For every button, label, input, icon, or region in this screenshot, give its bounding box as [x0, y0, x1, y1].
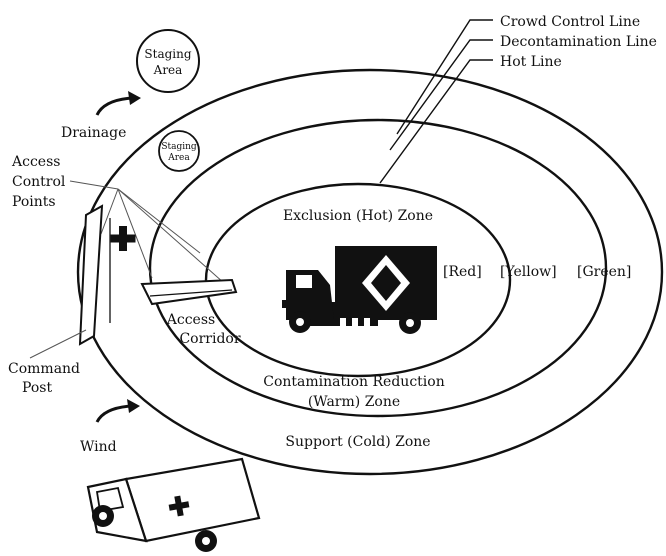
- command-post-label-line1: Command: [8, 361, 80, 377]
- red-zone-tag: [Red]: [443, 264, 482, 280]
- exclusion-zone-boundary: [204, 182, 512, 378]
- yellow-zone-tag: [Yellow]: [500, 264, 557, 280]
- access-corridor-shape: [140, 278, 238, 306]
- wind-label: Wind: [80, 439, 117, 455]
- decontamination-line-leader: [389, 39, 493, 151]
- access-control-points-label-line2: Control: [12, 174, 66, 190]
- support-zone-label: Support (Cold) Zone: [285, 434, 430, 450]
- ambulance-icon: [86, 457, 261, 552]
- access-control-points-label-line1: Access: [11, 154, 60, 170]
- contamination-reduction-zone-boundary: [148, 118, 608, 418]
- contamination-reduction-label-line2: (Warm) Zone: [308, 394, 400, 410]
- staging-area-small-label-line1: Staging: [161, 142, 197, 152]
- wind-arrow-icon: [95, 399, 140, 423]
- access-corridor-label-line1: Access: [166, 312, 215, 328]
- command-post-panel: [78, 204, 104, 346]
- staging-area-small-label-line2: Area: [167, 153, 190, 163]
- staging-area-large-circle: [136, 29, 200, 93]
- hot-line-label: Hot Line: [500, 54, 562, 70]
- exclusion-zone-label: Exclusion (Hot) Zone: [283, 208, 433, 224]
- command-post-leader: [29, 329, 87, 359]
- access-corridor-label-line2: Corridor: [179, 331, 240, 347]
- access-control-points-label-line3: Points: [12, 194, 56, 210]
- hazmat-truck-icon: [282, 246, 437, 334]
- drainage-arrow-icon: [95, 91, 141, 116]
- drainage-label: Drainage: [61, 125, 126, 141]
- crowd-control-line-label: Crowd Control Line: [500, 14, 640, 30]
- contamination-reduction-label-line1: Contamination Reduction: [263, 374, 444, 390]
- staging-area-large-label-line2: Area: [153, 63, 183, 77]
- support-zone-boundary: [76, 68, 664, 476]
- staging-area-large-label-line1: Staging: [144, 47, 191, 61]
- hot-line-leader: [379, 59, 493, 184]
- medical-cross-icon: [110, 226, 136, 251]
- access-control-points-leaders: [69, 180, 225, 284]
- green-zone-tag: [Green]: [577, 264, 631, 280]
- decontamination-line-label: Decontamination Line: [500, 34, 657, 50]
- command-post-label-line2: Post: [22, 380, 52, 396]
- staging-area-small-circle: [158, 130, 200, 172]
- crowd-control-line-leader: [396, 19, 493, 135]
